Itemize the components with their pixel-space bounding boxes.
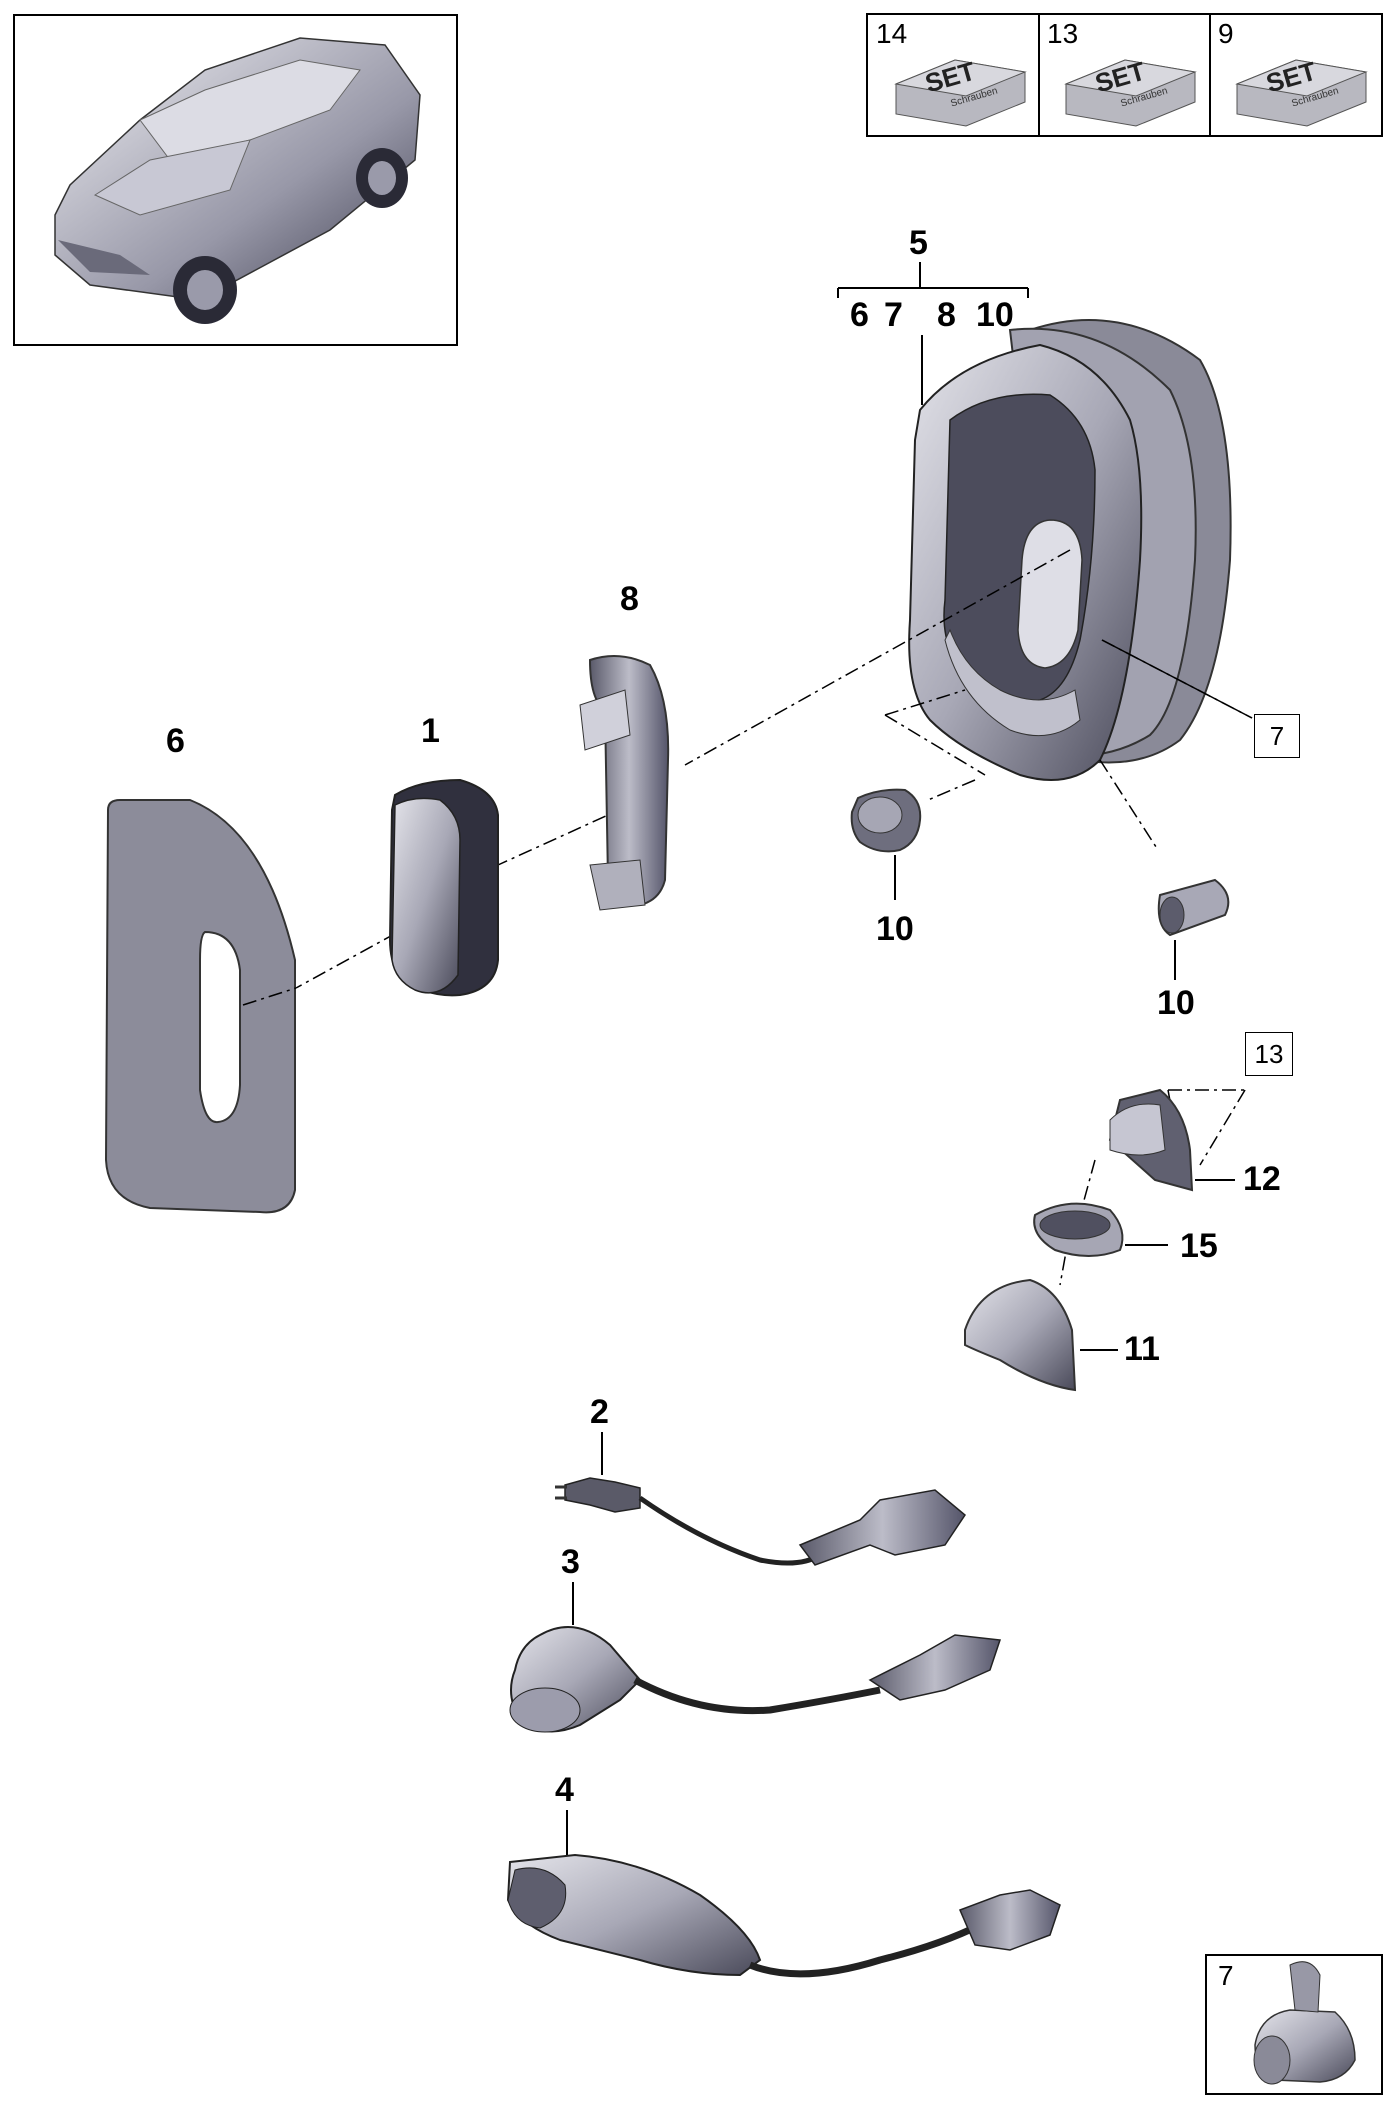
callout-sub-10: 10 <box>976 296 1014 334</box>
detail-box-number: 7 <box>1218 1960 1234 1991</box>
flap-hinge <box>1108 1088 1194 1192</box>
callout-part-10b: 10 <box>1157 984 1195 1022</box>
callout-assembly-5: 5 <box>909 224 928 262</box>
car-thumbnail <box>13 14 458 346</box>
detail-box-7 <box>1205 1954 1383 2095</box>
callout-part-4: 4 <box>555 1771 574 1809</box>
assembly-bracket <box>837 262 1029 405</box>
callout-part-15: 15 <box>1180 1227 1218 1265</box>
cover-cap <box>388 778 499 997</box>
ring-seal <box>1033 1202 1124 1257</box>
cable-adapter-2 <box>555 1432 966 1566</box>
callout-part-3: 3 <box>561 1543 580 1581</box>
charging-housing <box>908 319 1232 781</box>
set-box-icon <box>1064 59 1197 127</box>
callout-sub-6: 6 <box>850 296 869 334</box>
cable-adapter-3 <box>509 1582 1002 1733</box>
callout-sub-7: 7 <box>884 296 903 334</box>
callout-part-10a: 10 <box>876 910 914 948</box>
boxed-ref-13: 13 <box>1245 1032 1293 1076</box>
cable-adapter-4 <box>506 1810 1061 1978</box>
callout-part-11: 11 <box>1124 1330 1160 1368</box>
holder-bracket <box>579 655 670 911</box>
callout-part-2: 2 <box>590 1393 609 1431</box>
callout-part-8: 8 <box>620 580 639 618</box>
callout-part-6: 6 <box>166 722 185 760</box>
callout-sub-8: 8 <box>937 296 956 334</box>
socket-b <box>1157 878 1230 937</box>
socket-a <box>850 788 922 853</box>
set-number-13: 13 <box>1047 18 1079 49</box>
callout-part-12: 12 <box>1243 1160 1281 1198</box>
boxed-ref-7: 7 <box>1254 714 1300 758</box>
set-number-9: 9 <box>1218 18 1234 49</box>
gasket-plate <box>104 799 297 1214</box>
set-box-icon <box>1235 59 1368 127</box>
set-number-14: 14 <box>876 18 908 49</box>
cap-cover <box>964 1278 1077 1392</box>
set-box-icon <box>894 59 1027 127</box>
callout-part-1: 1 <box>421 712 440 750</box>
sets-table <box>866 13 1383 137</box>
